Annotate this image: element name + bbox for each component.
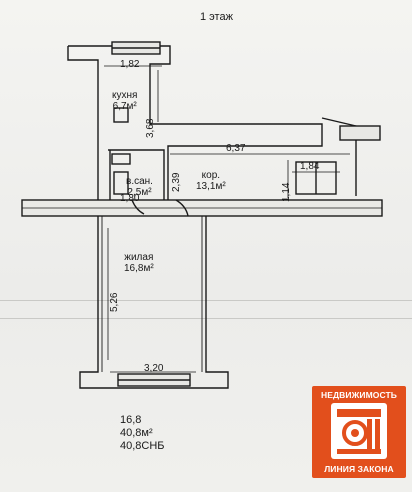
note-snb-area: 40,8СНБ	[120, 440, 165, 452]
dimension-corridor-height: 2,39	[171, 172, 182, 192]
corridor-window	[339, 125, 381, 141]
room-corridor-name: кор.	[201, 170, 221, 181]
door-arc	[131, 199, 145, 215]
dimension-living-width: 3,20	[144, 363, 164, 374]
room-kitchen: кухня 6,7м²	[112, 90, 137, 112]
dimension-kitchen-length: 3,68	[145, 118, 156, 138]
dimension-bathroom-width: 1,80	[120, 193, 140, 204]
note-living-area: 16,8	[120, 414, 142, 426]
dimension-corridor-nook-depth: 1,14	[281, 182, 292, 202]
kitchen-wall	[68, 45, 323, 200]
room-living-area: 16,8м²	[124, 263, 154, 274]
logo-top-text: НЕДВИЖИМОСТЬ	[320, 390, 398, 400]
room-bathroom-area: 2,5м²	[127, 187, 152, 198]
bathtub	[113, 171, 129, 195]
logo-column-icon	[331, 403, 387, 459]
dimension-living-length: 5,26	[109, 292, 120, 312]
kitchen-sink	[113, 107, 129, 123]
kitchen-left-wall	[67, 46, 99, 200]
room-living-name: жилая	[124, 252, 154, 263]
room-bathroom-name: в.сан.	[126, 176, 153, 187]
room-kitchen-name: кухня	[112, 90, 138, 101]
room-corridor: кор. 13,1м²	[196, 170, 226, 192]
logo-bottom-text: ЛИНИЯ ЗАКОНА	[324, 464, 394, 474]
bathroom-wall	[108, 149, 165, 200]
room-corridor-area: 13,1м²	[196, 181, 226, 192]
note-total-area: 40,8м²	[120, 427, 153, 439]
dimension-kitchen-width: 1,82	[120, 59, 140, 70]
room-kitchen-area: 6,7м²	[112, 101, 137, 112]
floor-label: 1 этаж	[200, 11, 233, 23]
room-bathroom: в.сан. 2,5м²	[126, 176, 153, 198]
living-room-wall	[79, 216, 229, 389]
room-living: жилая 16,8м²	[124, 252, 154, 274]
door-arc	[175, 199, 189, 217]
area-notes: 16,8 40,8м² 40,8СНБ	[120, 414, 165, 453]
dimension-corridor-length: 6,37	[226, 143, 246, 154]
dimension-corridor-nook-width: 1,84	[300, 161, 320, 172]
agency-logo: НЕДВИЖИМОСТЬ ЛИНИЯ ЗАКОНА	[312, 386, 406, 478]
